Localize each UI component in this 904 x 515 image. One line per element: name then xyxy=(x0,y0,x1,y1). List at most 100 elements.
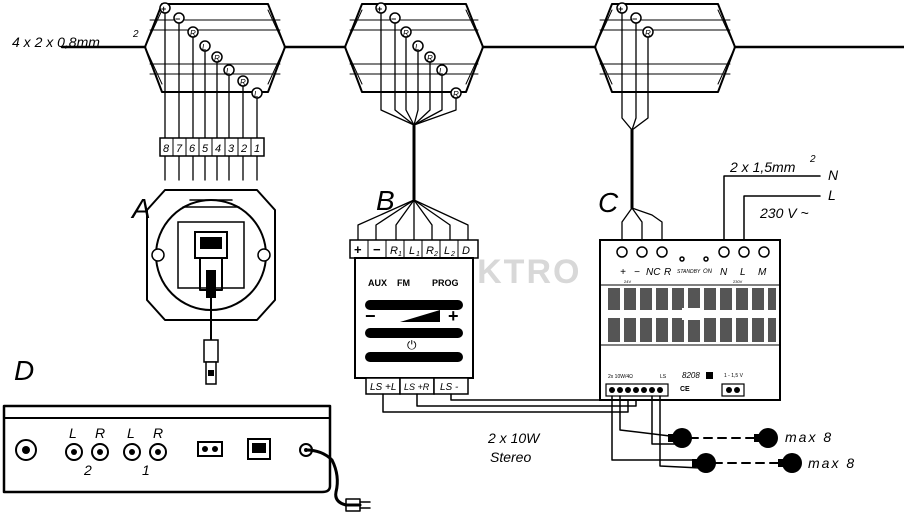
unit-d-device xyxy=(2,404,332,494)
mains-voltage-label: 230 V ~ xyxy=(759,205,809,221)
input-1-l-label: L xyxy=(127,425,135,441)
unit-b-terminal-1: + xyxy=(354,242,362,257)
unit-c-letter: C xyxy=(598,187,619,218)
speaker-output-line1: 2 x 10W xyxy=(487,430,541,446)
unit-c-label-minus: − xyxy=(634,267,640,278)
cable-spec-label: 4 x 2 x 0,8mm xyxy=(12,34,100,50)
speaker-pair-bottom xyxy=(692,453,802,473)
unit-c-label-on: ON xyxy=(703,269,713,275)
prog-label: PROG xyxy=(432,278,459,288)
unit-b-terminal-6: L xyxy=(444,245,450,257)
box-c-terminal-r: R xyxy=(645,29,651,38)
unit-c-rating-left: 24V xyxy=(624,279,631,284)
pin-7: 7 xyxy=(176,143,183,155)
fm-label: FM xyxy=(397,278,410,288)
speaker-output-line2: Stereo xyxy=(490,449,531,465)
box-c-wires xyxy=(616,2,663,241)
junction-box-c xyxy=(594,3,736,93)
power-cord xyxy=(304,448,371,512)
box-c-terminal-plus: + xyxy=(618,4,623,14)
aux-label: AUX xyxy=(368,278,387,288)
mains-n-label: N xyxy=(828,167,839,183)
input-2-number: 2 xyxy=(83,462,92,478)
unit-a-pin-strip xyxy=(159,137,265,157)
input-2-r-label: R xyxy=(95,425,105,441)
box-b-terminal-plus: + xyxy=(377,4,382,14)
mains-l-label: L xyxy=(828,187,836,203)
box-a-terminal-l3: L xyxy=(254,90,258,99)
input-1-r-label: R xyxy=(153,425,163,441)
pin-3: 3 xyxy=(228,143,235,155)
pin-6: 6 xyxy=(189,143,196,155)
volume-plus-label: + xyxy=(448,306,459,326)
power-icon: ⏻ xyxy=(407,338,417,352)
unit-b-terminal-5: R xyxy=(426,245,434,257)
unit-c-label-plus: + xyxy=(620,267,626,278)
input-2-l-label: L xyxy=(69,425,77,441)
pin-8: 8 xyxy=(163,143,170,155)
box-a-terminal-plus: + xyxy=(161,4,166,14)
unit-a-socket xyxy=(146,189,276,385)
input-1-number: 1 xyxy=(142,462,150,478)
box-a-terminal-minus: − xyxy=(175,14,180,24)
unit-b-terminal-2: − xyxy=(373,242,381,257)
volume-minus-label: − xyxy=(365,306,376,326)
pin-5: 5 xyxy=(202,143,209,155)
unit-c-bottom-mid-label: LS xyxy=(660,374,667,380)
pin-1: 1 xyxy=(254,143,260,155)
box-a-terminal-l1: L xyxy=(202,43,206,52)
ls-right-label: LS +R xyxy=(404,382,430,392)
box-b-terminal-l2: L xyxy=(439,67,443,76)
unit-b-module xyxy=(349,239,479,395)
speakers-bottom-max: max 8 xyxy=(808,455,856,471)
mains-cable-label: 2 x 1,5mm xyxy=(729,159,796,175)
unit-b-terminal-5-sub: 2 xyxy=(433,251,438,258)
box-b-terminal-r2: R xyxy=(427,54,433,63)
unit-b-terminal-4-sub: 1 xyxy=(416,251,420,258)
box-a-terminal-r2: R xyxy=(214,54,220,63)
junction-box-a xyxy=(144,3,286,93)
unit-b-terminal-6-sub: 2 xyxy=(450,251,455,258)
pin-2: 2 xyxy=(240,143,247,155)
speaker-wires xyxy=(611,395,787,469)
box-b-wires xyxy=(357,2,469,241)
unit-b-terminal-3-sub: 1 xyxy=(398,251,402,258)
unit-c-rating-right: 230V xyxy=(733,279,743,284)
pin-4: 4 xyxy=(215,143,221,155)
ls-left-label: LS +L xyxy=(370,382,396,393)
unit-c-indicator xyxy=(706,372,713,379)
cable-spec-sup: 2 xyxy=(132,29,139,40)
box-b-terminal-r3: R xyxy=(453,90,459,99)
unit-c-bottom-left-label: 2x 10W/4Ω xyxy=(608,374,633,380)
unit-b-terminal-4: L xyxy=(409,245,415,257)
box-b-terminal-l1: L xyxy=(415,43,419,52)
unit-c-ce-mark: CE xyxy=(680,386,690,393)
unit-c-model: 8208 xyxy=(682,371,700,380)
speaker-pair-top xyxy=(668,428,778,448)
speakers-top-max: max 8 xyxy=(785,429,833,445)
ls-common-label: LS - xyxy=(440,382,459,393)
box-a-terminal-r3: R xyxy=(240,78,246,87)
unit-c-heatsink xyxy=(608,288,776,342)
unit-d-letter: D xyxy=(14,355,34,386)
junction-box-b xyxy=(344,3,484,93)
mains-cable-sup: 2 xyxy=(809,154,816,165)
unit-c-label-m: M xyxy=(758,267,767,278)
unit-c-label-l: L xyxy=(740,267,746,278)
unit-c-label-standby: STANDBY xyxy=(677,269,701,275)
box-c-terminal-minus: − xyxy=(632,14,637,24)
box-a-terminal-l2: L xyxy=(226,67,230,76)
unit-c-bottom-right-label: 1 - 1,5 V xyxy=(724,373,744,379)
ls-wires xyxy=(382,393,645,413)
unit-b-letter: B xyxy=(376,185,395,216)
unit-b-terminal-7: D xyxy=(462,245,470,257)
unit-b-terminal-3: R xyxy=(390,245,398,257)
unit-c-output-terminals xyxy=(605,383,745,397)
box-a-terminal-r1: R xyxy=(190,29,196,38)
mains-wires xyxy=(723,175,821,241)
unit-c-label-n: N xyxy=(720,267,728,278)
unit-c-label-r: R xyxy=(664,267,671,278)
box-a-wires xyxy=(159,2,263,181)
box-b-terminal-minus: − xyxy=(391,14,396,24)
